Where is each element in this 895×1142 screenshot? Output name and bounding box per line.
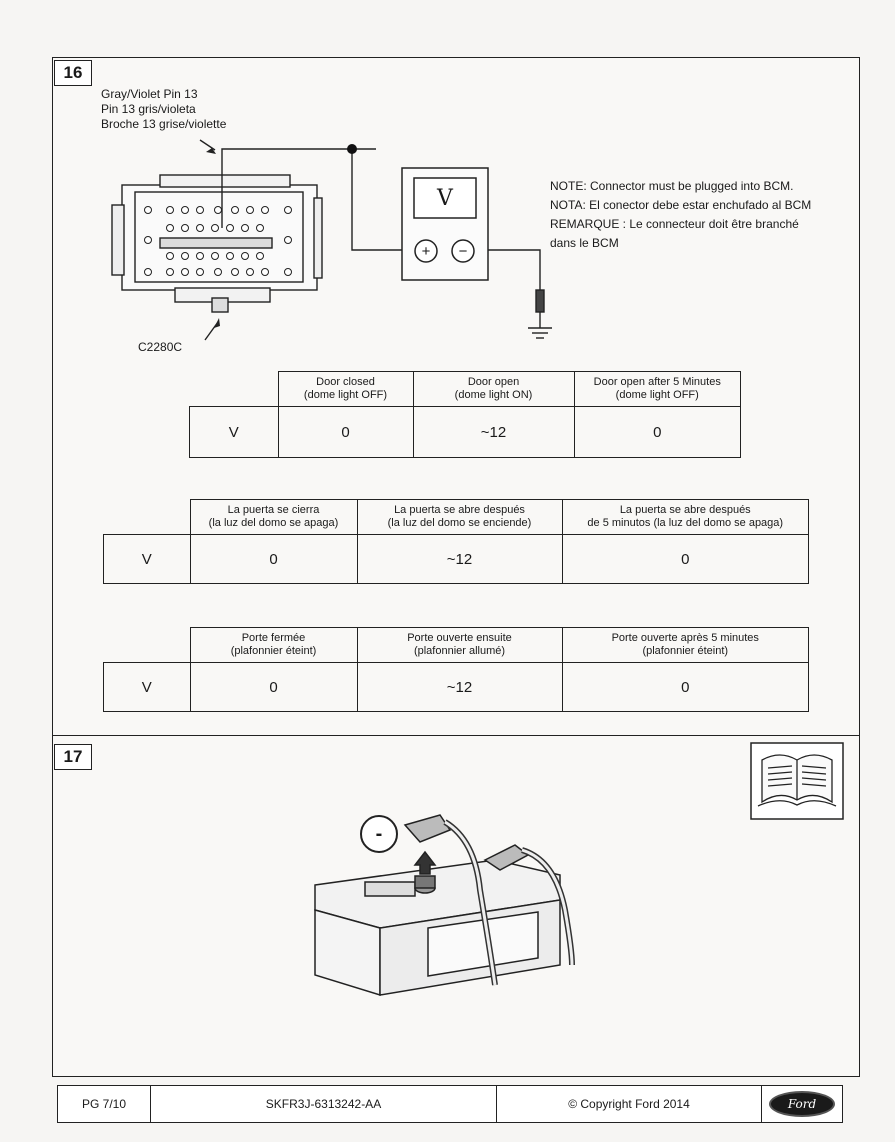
wire-label-en: Gray/Violet Pin 13 (101, 87, 198, 101)
page-footer: PG 7/10 SKFR3J-6313242-AA © Copyright Fo… (57, 1085, 843, 1123)
table-cell: 0 (189, 662, 358, 712)
note-es: NOTA: El conector debe estar enchufado a… (550, 198, 812, 212)
table-cell: 0 (189, 534, 358, 584)
book-icon (750, 742, 844, 820)
meter-plus-terminal: + (421, 242, 431, 260)
ford-logo: Ford (762, 1086, 842, 1122)
table-cell: ~12 (356, 662, 563, 712)
voltage-table-fr: Porte fermée(plafonnier éteint) Porte ou… (103, 627, 809, 712)
table-header: Door open after 5 Minutes(dome light OFF… (573, 371, 741, 407)
table-header: Porte ouverte après 5 minutes(plafonnier… (561, 627, 809, 663)
document-id: SKFR3J-6313242-AA (151, 1086, 497, 1122)
wire-label-fr: Broche 13 grise/violette (101, 117, 227, 131)
meter-minus-terminal: − (458, 242, 468, 260)
wire-label-es: Pin 13 gris/violeta (101, 102, 196, 116)
voltmeter (401, 167, 489, 281)
connector-notes: NOTE: Connector must be plugged into BCM… (550, 177, 855, 253)
table-cell: 0 (277, 406, 414, 458)
table-header: Door open(dome light ON) (412, 371, 575, 407)
row-label: V (189, 406, 279, 458)
connector-id: C2280C (138, 340, 183, 354)
table-header: Porte ouverte ensuite(plafonnier allumé) (356, 627, 563, 663)
table-cell: 0 (561, 534, 809, 584)
table-cell: 0 (561, 662, 809, 712)
page-number: PG 7/10 (58, 1086, 151, 1122)
section-divider (52, 735, 860, 736)
table-header: La puerta se cierra(la luz del domo se a… (189, 499, 358, 535)
table-cell: ~12 (356, 534, 563, 584)
connector-diagram (111, 139, 552, 341)
battery-illustration (314, 814, 575, 997)
table-cell: 0 (573, 406, 741, 458)
probe-junction (347, 144, 357, 154)
table-cell: ~12 (412, 406, 575, 458)
table-header: Door closed(dome light OFF) (277, 371, 414, 407)
step-number-17: 17 (54, 744, 92, 770)
voltage-table-en: Door closed(dome light OFF) Door open(do… (189, 371, 741, 458)
copyright: © Copyright Ford 2014 (497, 1086, 762, 1122)
wire-label: Gray/Violet Pin 13 Pin 13 gris/violeta B… (101, 87, 226, 132)
ground-symbol (528, 289, 552, 339)
row-label: V (103, 534, 191, 584)
voltage-table-es: La puerta se cierra(la luz del domo se a… (103, 499, 809, 584)
table-header: La puerta se abre después(la luz del dom… (356, 499, 563, 535)
table-header: Porte fermée(plafonnier éteint) (189, 627, 358, 663)
note-fr: REMARQUE : Le connecteur doit être branc… (550, 217, 799, 250)
step-number-16: 16 (54, 60, 92, 86)
row-label: V (103, 662, 191, 712)
meter-display: V (437, 185, 453, 211)
note-en: NOTE: Connector must be plugged into BCM… (550, 179, 794, 193)
negative-terminal-symbol: - (360, 815, 398, 853)
